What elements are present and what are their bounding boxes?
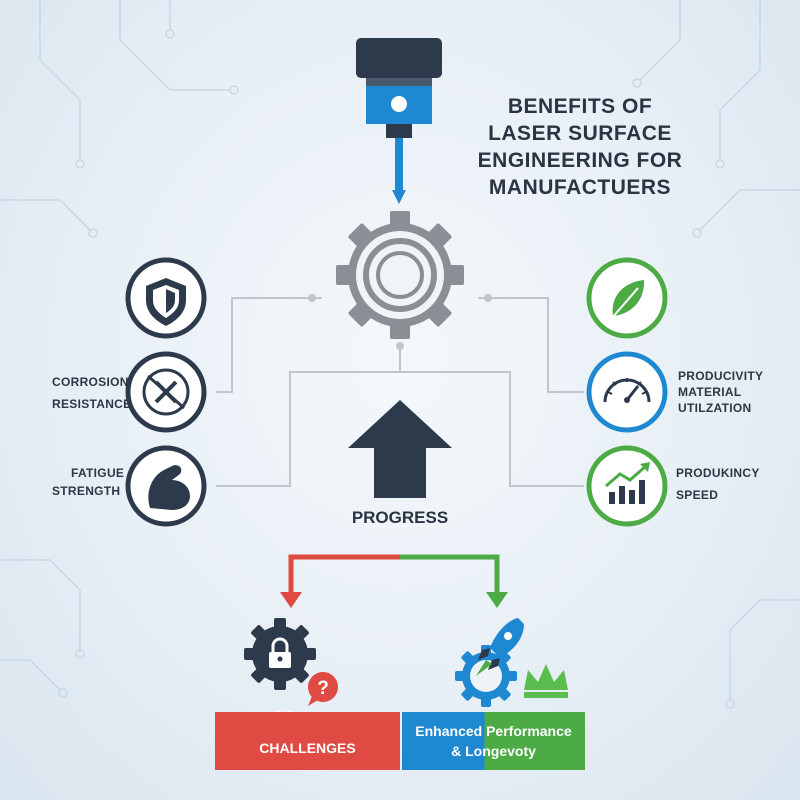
fatigue-label-line1: FATIGUE: [71, 466, 125, 480]
enhanced-line2: & Longevoty: [451, 743, 536, 759]
page-title: BENEFITS OF LASER SURFACE ENGINEERING FO…: [460, 93, 700, 201]
corrosion-label-line1: CORROSION: [52, 375, 129, 389]
gear-tooth: [506, 671, 517, 681]
rocket-gear-icon: [455, 618, 524, 707]
growth-chart-icon: [586, 445, 668, 527]
gear-tooth: [497, 687, 511, 701]
gear-tooth: [427, 302, 452, 327]
gear-tooth: [274, 618, 286, 630]
speed-label-line2: SPEED: [676, 488, 719, 502]
progress-label: PROGRESS: [351, 508, 449, 527]
gear-tooth: [336, 265, 352, 285]
gear-tooth: [348, 302, 373, 327]
gear-tooth: [348, 223, 373, 248]
gear-tooth: [461, 687, 475, 701]
gear-tooth: [293, 625, 309, 641]
gear-tooth: [455, 671, 466, 681]
corrosion-label-line2: RESISTANCE: [52, 397, 132, 411]
title-line: LASER SURFACE: [488, 122, 672, 145]
gear-tooth: [274, 678, 286, 690]
crown-icon: [524, 664, 568, 698]
title-line: BENEFITS OF: [507, 95, 653, 118]
gear-tooth: [244, 648, 256, 660]
gear-tooth: [251, 667, 267, 683]
flexed-arm-icon: [125, 445, 207, 527]
gear-tooth: [427, 223, 452, 248]
question-bubble-icon: ?: [308, 672, 338, 706]
gear-tooth: [448, 265, 464, 285]
gauge-icon: [586, 351, 668, 433]
enhanced-performance-box: Enhanced Performance & Longevoty: [402, 712, 585, 770]
gear-tooth: [481, 696, 491, 707]
speed-label-line1: PRODUKINCY: [676, 466, 760, 480]
gear-tooth: [390, 211, 410, 227]
gear-tooth: [293, 667, 309, 683]
gear-tooth: [251, 625, 267, 641]
title-line: MANUFACTUERS: [488, 176, 672, 199]
fatigue-label-line2: STRENGTH: [52, 484, 121, 498]
lock-gear-icon: [244, 618, 316, 690]
gear-tooth: [461, 651, 475, 665]
productivity-label-line2: MATERIAL: [678, 385, 742, 399]
leaf-icon: [586, 257, 668, 339]
gear-tooth: [304, 648, 316, 660]
shield-icon: [125, 257, 207, 339]
title-line: ENGINEERING FOR: [477, 149, 683, 172]
challenges-label: CHALLENGES: [259, 740, 356, 756]
enhanced-line1: Enhanced Performance: [415, 723, 572, 739]
gear-tooth: [390, 323, 410, 339]
no-corrosion-icon: [125, 351, 207, 433]
svg-text:?: ?: [317, 678, 329, 699]
productivity-label-line1: PRODUCIVITY: [678, 369, 764, 383]
productivity-label-line3: UTILZATION: [678, 401, 752, 415]
challenges-box: CHALLENGES: [215, 712, 400, 770]
